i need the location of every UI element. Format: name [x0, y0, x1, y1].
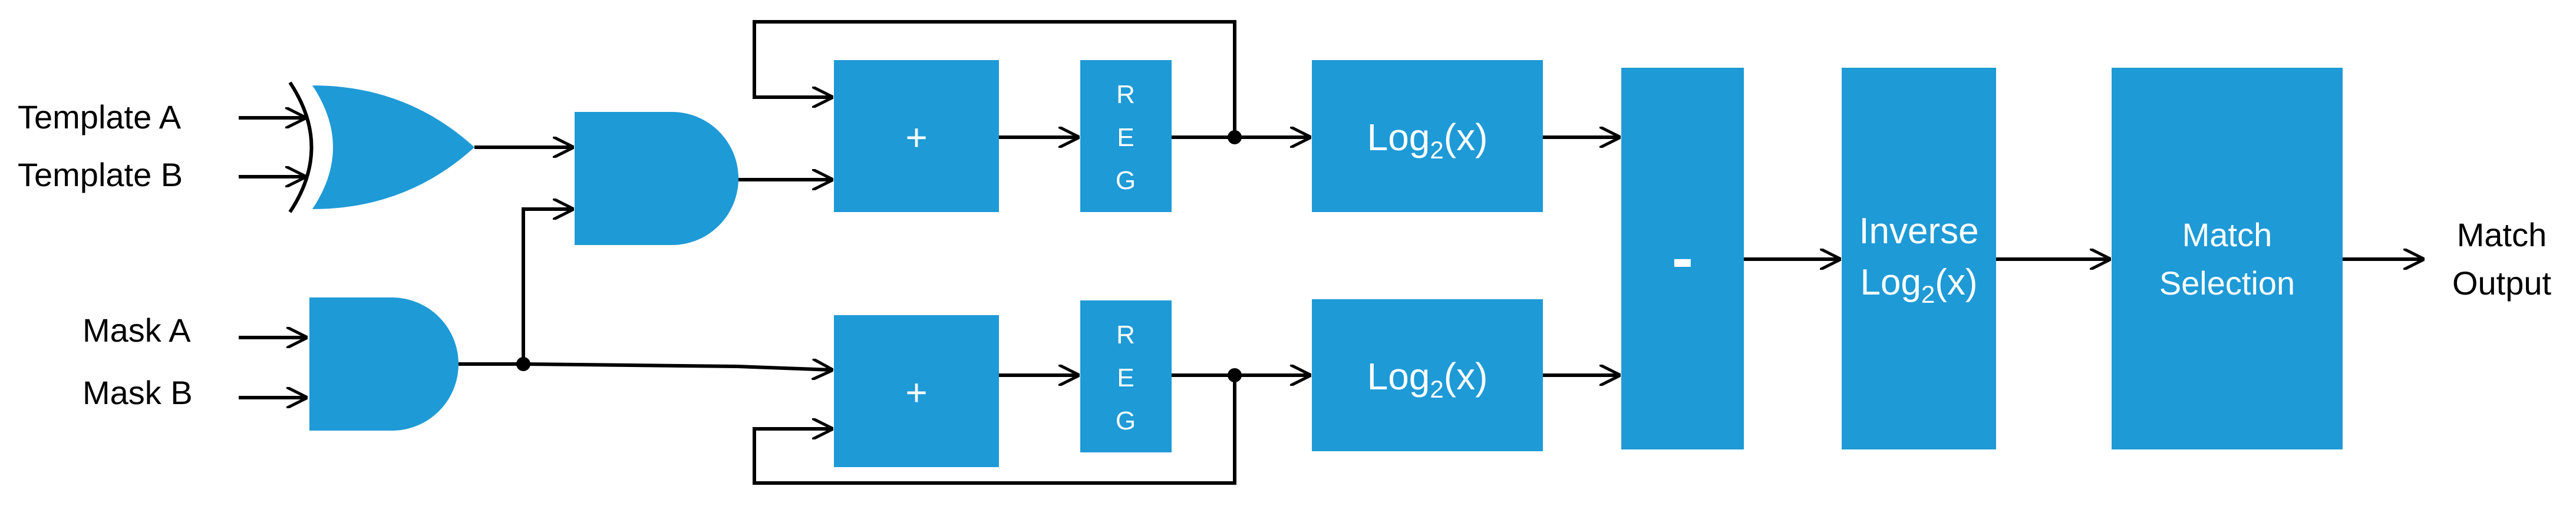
register-top	[1080, 60, 1172, 212]
log2-top-label: Log2(x)	[1367, 116, 1488, 164]
label-mask-a: Mask A	[83, 312, 191, 349]
register-bottom	[1080, 300, 1172, 452]
adder-bottom-label: +	[905, 371, 927, 414]
feedback-loop-top	[753, 20, 1236, 137]
wire-branch-up	[522, 209, 573, 364]
register-bottom-letter-r: R	[1116, 320, 1135, 349]
adder-bottom	[834, 315, 999, 467]
log2-block-top	[1312, 60, 1543, 212]
match-selection-line1: Match	[2182, 216, 2272, 253]
register-top-letter-g: G	[1116, 166, 1136, 195]
register-top-letter-r: R	[1116, 80, 1135, 109]
subtractor-block	[1621, 68, 1744, 449]
wire-branch-bottom-adder	[523, 364, 832, 370]
label-mask-b: Mask B	[83, 374, 193, 411]
subtractor-label: -	[1672, 221, 1694, 294]
feedback-loop-bottom	[753, 375, 1236, 485]
inverse-log2-line1: Inverse	[1859, 211, 1978, 252]
adder-top	[834, 60, 999, 212]
match-selection-line2: Selection	[2159, 264, 2295, 302]
register-top-letter-e: E	[1117, 123, 1134, 152]
match-selection-block	[2112, 68, 2343, 449]
label-match-output-line1: Match	[2457, 216, 2547, 253]
adder-top-label: +	[905, 116, 927, 158]
label-template-a: Template A	[18, 98, 182, 135]
and-gate-mask	[309, 297, 459, 431]
label-match-output-line2: Output	[2452, 264, 2552, 302]
inverse-log2-block	[1842, 68, 1996, 449]
xor-gate-input-curve	[288, 81, 314, 213]
label-template-b: Template B	[18, 156, 183, 193]
junction-mask	[516, 357, 530, 371]
and-gate-combine	[575, 112, 738, 245]
log2-bottom-label: Log2(x)	[1367, 355, 1488, 403]
register-bottom-letter-e: E	[1117, 363, 1134, 392]
register-bottom-letter-g: G	[1116, 406, 1136, 435]
inverse-log2-line2: Log2(x)	[1860, 262, 1977, 308]
log2-block-bottom	[1312, 299, 1543, 451]
xor-gate	[312, 85, 474, 209]
